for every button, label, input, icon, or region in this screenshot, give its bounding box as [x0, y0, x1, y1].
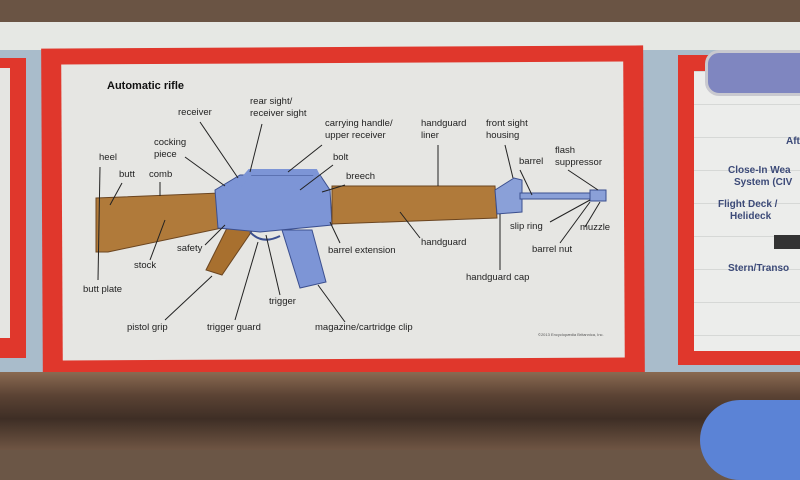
receiver — [214, 169, 333, 233]
label-flight-deck: Flight Deck / — [718, 199, 778, 210]
label-barrel: barrel — [519, 156, 544, 167]
label-piece: piece — [154, 149, 177, 160]
blue-chair — [700, 400, 800, 480]
pistol-grip — [205, 225, 255, 276]
label-front-sight: front sight — [486, 118, 528, 129]
rifle-illustration — [95, 121, 607, 323]
label-bolt: bolt — [333, 152, 349, 163]
label-barrel-extension: barrel extension — [328, 245, 396, 256]
label-handguard-liner: handguard — [421, 118, 467, 129]
label-cocking: cocking — [154, 137, 187, 148]
ship-poster: Aft Close-In Wea System (CIV Flight Deck… — [678, 55, 800, 365]
label-slip-ring: slip ring — [510, 221, 543, 232]
label-trigger-guard: trigger guard — [207, 322, 261, 333]
front-sight — [494, 177, 523, 215]
label-stock: stock — [134, 260, 157, 271]
diagram-title: Automatic rifle — [107, 80, 185, 92]
barrel — [519, 189, 607, 202]
label-trigger: trigger — [269, 296, 296, 307]
label-ciws-2: System (CIV — [734, 177, 793, 188]
ship-stern-drawing — [774, 235, 800, 249]
left-poster-edge — [0, 58, 26, 358]
label-barrel-nut: barrel nut — [532, 244, 573, 255]
display-rail — [0, 22, 800, 50]
label-handguard-cap: handguard cap — [466, 272, 530, 283]
label-handguard: handguard — [421, 237, 467, 248]
copyright: ©2013 Encyclopædia Britannica, Inc. — [538, 332, 604, 337]
label-flash: flash — [555, 145, 576, 156]
label-butt-plate: butt plate — [83, 284, 123, 295]
wood-trim — [0, 0, 800, 22]
label-stern: Stern/Transo — [728, 263, 790, 274]
label-pistol-grip: pistol grip — [127, 322, 168, 333]
label-housing: housing — [486, 130, 520, 141]
label-muzzle: muzzle — [580, 222, 611, 233]
label-receiver: receiver — [178, 107, 212, 118]
label-butt: butt — [119, 169, 135, 180]
label-breech: breech — [346, 171, 376, 182]
label-ciws: Close-In Wea — [728, 165, 791, 176]
handguard — [331, 185, 498, 225]
label-heel: heel — [99, 152, 117, 163]
magazine — [281, 229, 327, 289]
trigger-guard — [249, 231, 281, 241]
label-comb: comb — [149, 169, 173, 180]
label-carrying-handle: carrying handle/ — [325, 118, 393, 129]
leader-lines — [97, 121, 601, 323]
label-upper-receiver: upper receiver — [325, 130, 386, 141]
label-helideck: Helideck — [730, 211, 772, 222]
label-aft: Aft — [786, 136, 800, 147]
label-suppressor: suppressor — [555, 157, 602, 168]
wooden-ledge — [0, 372, 800, 450]
stock — [95, 192, 223, 253]
light-fixture — [705, 50, 800, 96]
label-magazine: magazine/cartridge clip — [315, 322, 413, 333]
label-rear-sight: rear sight/ — [250, 96, 293, 107]
label-safety: safety — [177, 243, 203, 254]
label-receiver-sight: receiver sight — [250, 108, 307, 119]
label-liner: liner — [421, 130, 439, 141]
